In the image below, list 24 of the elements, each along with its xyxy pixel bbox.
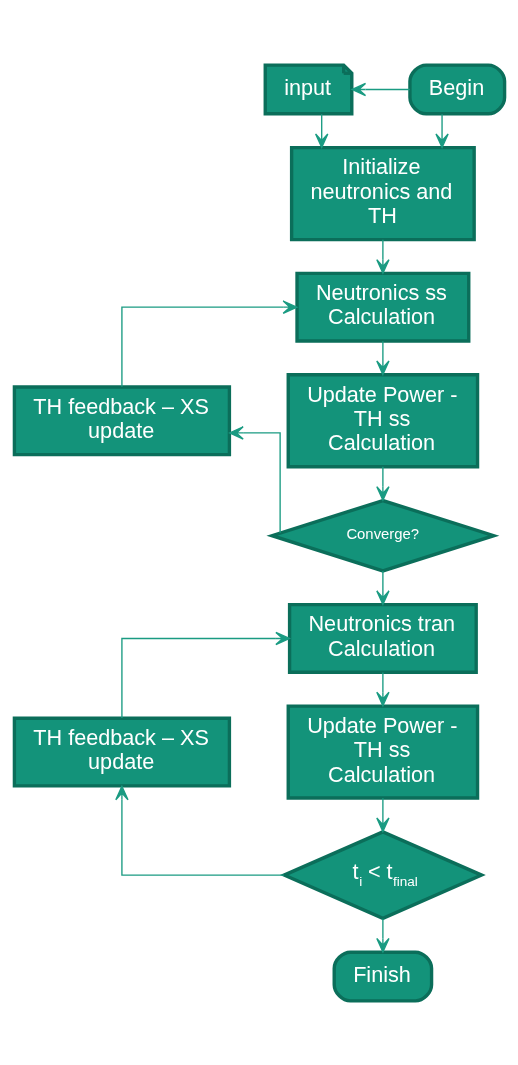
node-box: TH feedback – XS update (12, 716, 231, 788)
node-box: Finish (332, 950, 433, 1003)
arrow (350, 82, 410, 96)
arrow (375, 797, 390, 832)
node-box: Neutronics tran Calculation (287, 602, 478, 674)
arrow (120, 631, 290, 719)
arrow (375, 340, 390, 375)
arrow (375, 465, 390, 501)
arrow (375, 671, 390, 706)
node-box: Initialize neutronics and TH (289, 145, 476, 241)
arrow (375, 917, 390, 953)
arrow (120, 299, 297, 387)
node-box: TH feedback – XS update (12, 384, 231, 456)
node-box: Update Power - TH ss Calculation (286, 703, 479, 800)
arrow (228, 425, 281, 533)
node-diamond: Converge? (265, 498, 499, 573)
node-box: Begin (407, 62, 506, 115)
node-box: Update Power - TH ss Calculation (286, 372, 479, 468)
arrow (114, 785, 285, 876)
node-box: Neutronics ss Calculation (294, 271, 470, 343)
arrow (314, 112, 328, 148)
arrow (375, 238, 390, 274)
arrow (375, 569, 390, 605)
arrow (434, 112, 449, 148)
